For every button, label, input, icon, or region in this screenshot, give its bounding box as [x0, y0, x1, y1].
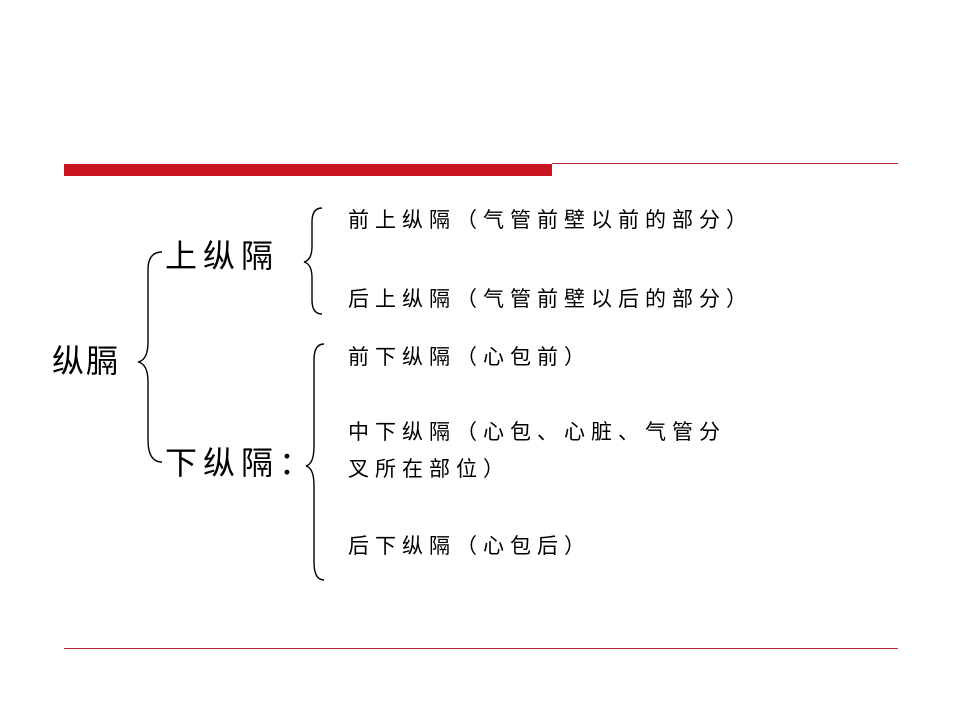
lower-mediastinum-label: 下纵隔：: [165, 444, 318, 482]
upper-mediastinum-label: 上纵隔: [165, 237, 280, 275]
upper-item-anterior: 前上纵隔（气管前壁以前的部分）: [348, 208, 753, 232]
lower-item-posterior: 后下纵隔（心包后）: [348, 534, 591, 558]
root-label: 纵膈: [52, 342, 121, 380]
bottom-rule-line: [64, 648, 898, 649]
lower-item-middle-continued: 叉所在部位）: [348, 457, 510, 481]
title-accent-bar: [64, 164, 552, 176]
lower-brace: [305, 343, 325, 581]
root-brace: [137, 251, 163, 463]
top-rule-line: [552, 163, 898, 164]
upper-item-posterior: 后上纵隔（气管前壁以后的部分）: [348, 287, 753, 311]
lower-item-anterior: 前下纵隔（心包前）: [348, 345, 591, 369]
upper-brace: [303, 207, 323, 315]
lower-item-middle: 中下纵隔（心包、心脏、气管分: [348, 420, 726, 444]
